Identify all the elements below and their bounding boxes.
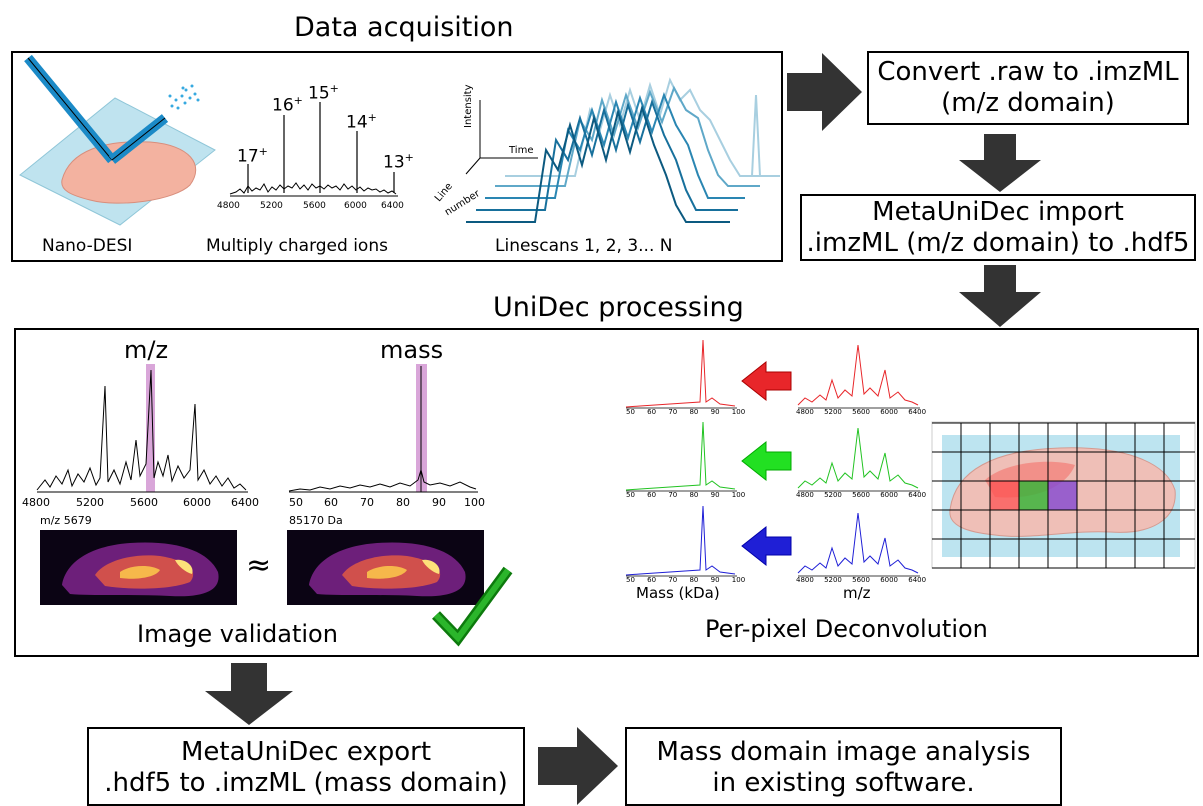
charge-label-17: 17+ — [237, 145, 268, 167]
deconvolution-caption: Per-pixel Deconvolution — [705, 615, 988, 643]
blue-mass-ticks: 50 60 70 80 90 100 — [626, 576, 746, 584]
label-mass: mass — [380, 336, 444, 364]
mass-tick: 50 — [289, 496, 303, 509]
ions-tick: 5200 — [260, 201, 283, 211]
right-arrow-icon — [538, 727, 618, 805]
down-arrow-icon — [959, 265, 1041, 327]
charge-label-16: 16+ — [272, 94, 303, 116]
mass-tick: 90 — [432, 496, 446, 509]
export-step — [87, 727, 525, 806]
convert-step — [867, 51, 1189, 125]
charge-label-15: 15+ — [308, 82, 339, 104]
mass-tick: 80 — [396, 496, 410, 509]
approx-symbol: ≈ — [246, 548, 272, 583]
label-mz: m/z — [124, 336, 169, 364]
mz-tick: 5200 — [76, 496, 104, 509]
mz-tick: 5600 — [130, 496, 158, 509]
blue-mz-ticks: 4800 5200 5600 6000 6400 — [796, 576, 927, 584]
axis-mz: m/z — [843, 584, 871, 602]
mass-tick: 100 — [464, 496, 485, 509]
export-step-text: MetaUniDec export.hdf5 to .imzML (mass d… — [104, 737, 508, 798]
import-step — [800, 194, 1196, 261]
ions-tick: 6400 — [381, 201, 404, 211]
mz-tick: 6000 — [183, 496, 211, 509]
left-arrow-icon — [741, 440, 792, 482]
red-mz-ticks: 4800 5200 5600 6000 6400 — [796, 408, 927, 416]
left-arrow-icon — [741, 525, 792, 567]
mass-tick: 60 — [324, 496, 338, 509]
mass-tick: 70 — [360, 496, 374, 509]
right-arrow-icon — [787, 53, 862, 131]
green-mz-ticks: 4800 5200 5600 6000 6400 — [796, 491, 927, 499]
charge-label-14: 14+ — [346, 111, 377, 133]
ions-tick: 6000 — [344, 201, 367, 211]
mz-tick: 6400 — [231, 496, 259, 509]
axis-mass-kda: Mass (kDa) — [636, 584, 720, 602]
convert-step-text: Convert .raw to .imzML(m/z domain) — [877, 57, 1179, 118]
red-mass-ticks: 50 60 70 80 90 100 — [626, 408, 746, 416]
nanodesi-caption: Nano-DESI — [42, 236, 133, 256]
charge-label-13: 13+ — [383, 151, 414, 173]
analysis-step — [625, 727, 1062, 806]
import-step-text: MetaUniDec import.imzML (m/z domain) to … — [806, 197, 1190, 258]
ions-tick: 5600 — [303, 201, 326, 211]
validation-caption: Image validation — [137, 620, 338, 648]
green-mass-ticks: 50 60 70 80 90 100 — [626, 491, 746, 499]
axis-time-label: Time — [509, 145, 534, 156]
ions-caption: Multiply charged ions — [206, 236, 388, 256]
image-mass-label: 85170 Da — [289, 514, 343, 527]
ions-tick: 4800 — [217, 201, 240, 211]
down-arrow-icon — [205, 663, 293, 725]
down-arrow-icon — [959, 134, 1041, 192]
processing-title: UniDec processing — [493, 292, 744, 323]
left-arrow-icon — [741, 360, 792, 402]
mz-tick: 4800 — [22, 496, 50, 509]
image-mz-label: m/z 5679 — [40, 514, 92, 527]
linescans-caption: Linescans 1, 2, 3... N — [495, 236, 673, 256]
acquisition-title: Data acquisition — [294, 12, 514, 43]
